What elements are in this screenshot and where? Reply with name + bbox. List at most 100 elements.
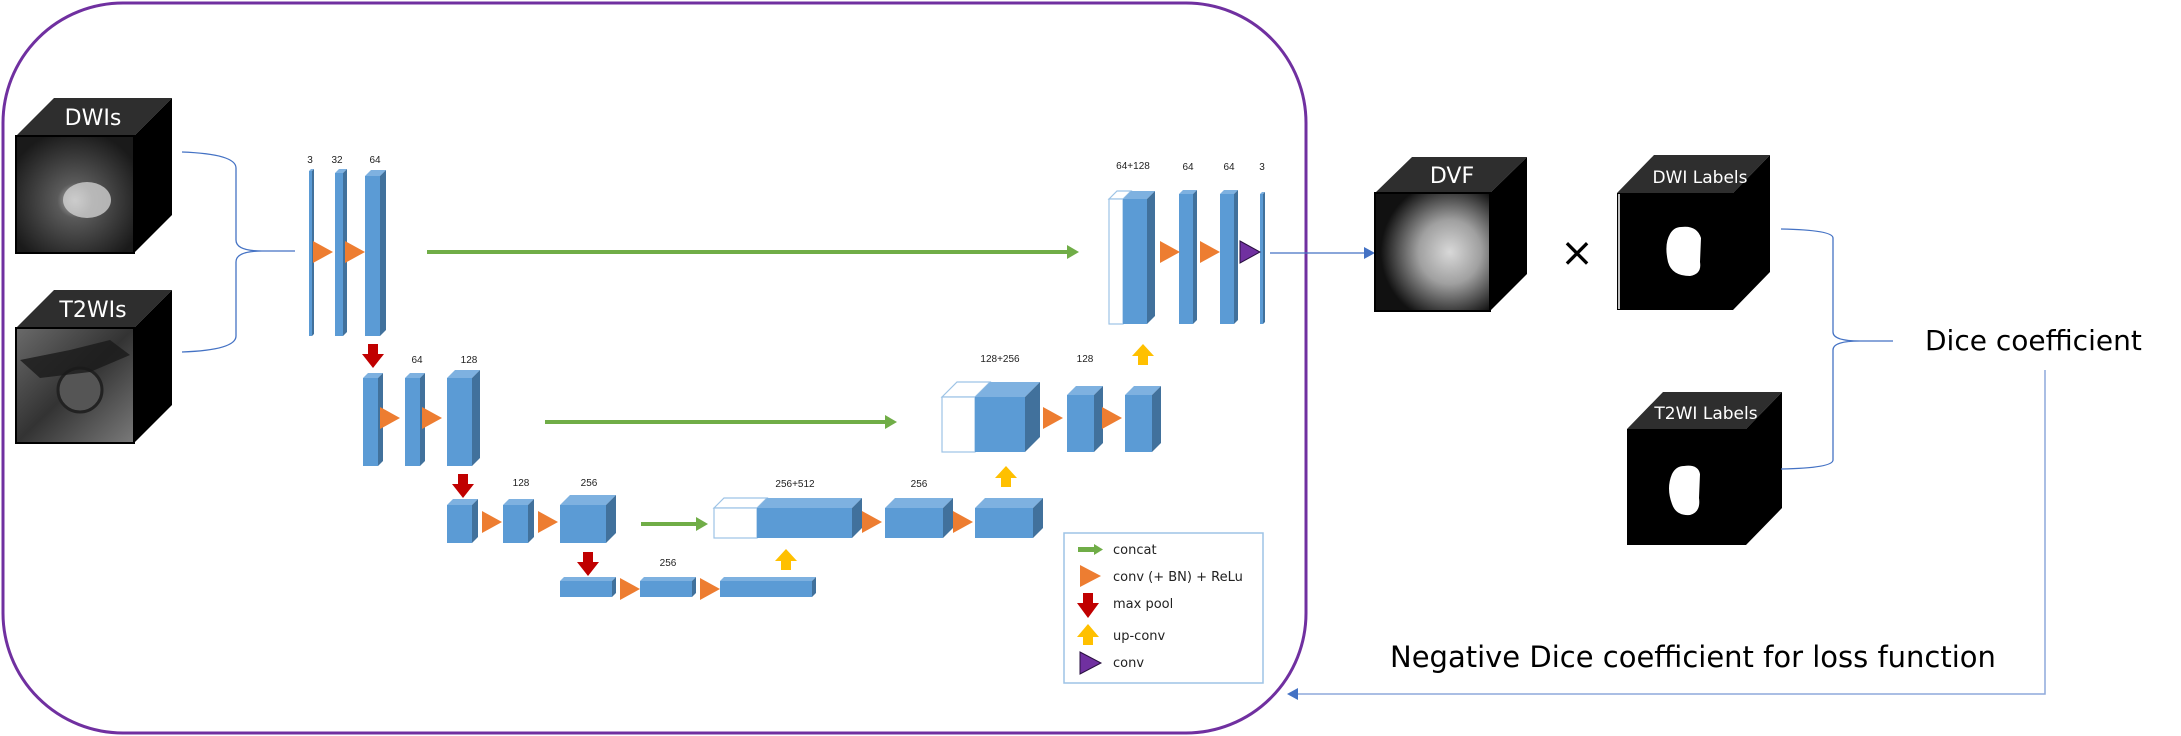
dec2-block-128 xyxy=(1067,386,1103,452)
enc2-block-128 xyxy=(447,370,480,466)
dwi-label: DWIs xyxy=(65,106,122,131)
block-top-face xyxy=(560,577,616,581)
block-top-face xyxy=(1067,386,1103,395)
legend-label: up-conv xyxy=(1113,629,1166,644)
multiply-symbol: × xyxy=(1560,230,1594,276)
dwi-labels-title: DWI Labels xyxy=(1652,168,1747,188)
block-top-face xyxy=(309,169,314,171)
legend-item-max-pool: max pool xyxy=(1077,593,1173,618)
conv-relu-op xyxy=(953,511,973,533)
channel-label: 128 xyxy=(513,478,530,489)
block-front-face xyxy=(1067,395,1094,452)
dec3-block-256 xyxy=(885,498,953,538)
legend-item-up-conv: up-conv xyxy=(1077,624,1166,645)
channel-label: 256 xyxy=(660,558,677,569)
block-front-face xyxy=(447,378,472,466)
cube-top-face xyxy=(1627,392,1782,429)
block-front-face xyxy=(363,378,378,466)
up-conv-arrow xyxy=(995,466,1017,487)
bottleneck-block-256 xyxy=(640,577,696,597)
block-side-face xyxy=(943,498,953,538)
block-top-face xyxy=(1123,191,1155,199)
block-front-face xyxy=(309,171,312,336)
block-top-face xyxy=(975,498,1043,508)
concat-arrow-level-2 xyxy=(545,415,897,429)
cube-top-face xyxy=(16,290,172,328)
max-pool-arrow xyxy=(452,474,474,498)
cube-top-face xyxy=(1375,157,1527,193)
conv-relu-op xyxy=(538,511,558,533)
network-to-dvf-arrow xyxy=(1270,247,1375,259)
block-side-face xyxy=(380,170,386,336)
block-side-face xyxy=(472,370,480,466)
dec1-block-64b xyxy=(1220,190,1238,324)
block-side-face xyxy=(1234,190,1238,324)
bottleneck-block-2 xyxy=(720,577,816,597)
final-conv-op xyxy=(1239,240,1262,264)
dwi-lesion-mask xyxy=(1666,226,1701,276)
legend-item-concat: concat xyxy=(1078,543,1157,558)
concat-arrows xyxy=(427,245,1079,531)
network-frame xyxy=(1,1,1308,735)
block-front-face xyxy=(1123,199,1147,324)
channel-label: 32 xyxy=(331,155,343,166)
loss-function-label: Negative Dice coefficient for loss funct… xyxy=(1390,640,1996,674)
dec2-block-concat xyxy=(940,381,1040,453)
block-front-face xyxy=(405,378,420,466)
dec3-block-concat xyxy=(712,497,862,539)
conv-relu-op xyxy=(422,407,442,429)
unet-operations xyxy=(313,240,1262,600)
enc3-block-128 xyxy=(503,499,534,543)
bottleneck-block xyxy=(560,577,616,597)
block-side-face xyxy=(1152,386,1161,452)
block-top-face xyxy=(975,382,1040,397)
up-conv-arrow xyxy=(775,549,797,570)
output-brace xyxy=(1780,228,1893,470)
block-top-face xyxy=(363,373,383,378)
conv-relu-op xyxy=(1160,241,1180,263)
dvf-image xyxy=(1374,192,1491,312)
block-side-face xyxy=(1094,386,1103,452)
legend: concat conv (+ BN) + ReLu max pool up-co… xyxy=(1063,532,1264,684)
block-top-face xyxy=(1260,192,1265,194)
conv-relu-op xyxy=(1043,407,1063,429)
cube-side-face xyxy=(1746,392,1782,545)
enc2-block xyxy=(363,373,383,466)
cube-top-face xyxy=(16,98,172,136)
block-front-face xyxy=(885,508,943,538)
conv-relu-op xyxy=(1200,241,1220,263)
legend-label: conv (+ BN) + ReLu xyxy=(1113,570,1243,585)
conv-relu-op xyxy=(700,578,720,600)
dvf-label: DVF xyxy=(1430,164,1474,189)
channel-label: 256 xyxy=(911,479,928,490)
legend-label: conv xyxy=(1113,656,1144,671)
block-top-face xyxy=(640,577,696,581)
orange-triangle-icon xyxy=(1080,565,1101,587)
cube-side-face xyxy=(134,290,172,443)
channel-label: 64 xyxy=(411,355,423,366)
block-top-face xyxy=(365,170,386,176)
channel-label: 64+128 xyxy=(1116,161,1150,172)
block-side-face xyxy=(1033,498,1043,538)
legend-item-conv: conv xyxy=(1079,651,1144,675)
up-conv-arrow xyxy=(1132,344,1154,365)
block-side-face xyxy=(1263,192,1265,324)
cube-top-face xyxy=(1617,155,1770,193)
legend-item-conv-relu: conv (+ BN) + ReLu xyxy=(1080,565,1243,587)
concat-ghost-front xyxy=(1108,198,1124,325)
channel-label: 3 xyxy=(1259,162,1265,173)
block-front-face xyxy=(560,581,612,597)
block-front-face xyxy=(1179,194,1193,324)
block-top-face xyxy=(447,370,480,378)
cube-side-face xyxy=(1733,155,1770,310)
dice-coefficient-label: Dice coefficient xyxy=(1925,324,2142,357)
cube-side-face xyxy=(1490,157,1527,311)
legend-label: max pool xyxy=(1113,597,1173,612)
concat-ghost-front xyxy=(941,396,976,453)
block-side-face xyxy=(692,577,696,597)
channel-label: 256 xyxy=(581,478,598,489)
conv-relu-op xyxy=(862,511,882,533)
block-side-face xyxy=(528,499,534,543)
block-top-face xyxy=(405,373,425,378)
